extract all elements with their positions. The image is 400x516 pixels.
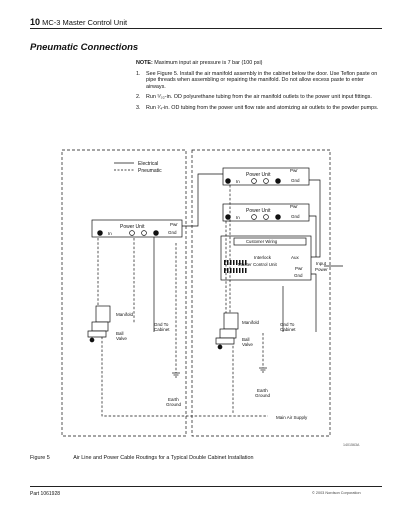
right-pwr-label-2: Pwr — [290, 204, 298, 209]
right-pwr-label-1: Pwr — [290, 168, 298, 173]
left-fitting-icons — [97, 230, 159, 236]
left-power-unit-label: Power Unit — [120, 224, 145, 230]
figure-caption-text: Air Line and Power Cable Routings for a … — [73, 455, 254, 461]
aux-label: Aux — [291, 255, 300, 260]
left-ground-label: Ground — [166, 402, 182, 407]
left-in-label: In — [108, 231, 112, 236]
page-header: 10 MC-3 Master Control Unit — [30, 17, 127, 27]
figure-id: 1401563A — [343, 443, 360, 447]
master-control-unit-label: Master Control Unit — [238, 262, 278, 267]
right-ground-label: Ground — [255, 393, 271, 398]
part-number: Part 1061928 — [30, 491, 61, 497]
section-title: MC-3 Master Control Unit — [42, 18, 128, 27]
right-fitting-icons-1 — [225, 178, 281, 184]
note-text: Maximum input air pressure is 7 bar (100… — [154, 60, 263, 66]
mcu-gnd-label: Gnd — [294, 273, 303, 278]
right-gnd-label-2: Gnd — [291, 214, 300, 219]
header-rule — [30, 28, 382, 29]
left-ball-label: Ball — [116, 331, 124, 336]
main-air-supply-label: Main Air Supply — [276, 415, 308, 420]
terminal-block-icon — [224, 260, 247, 273]
right-power-unit-1-label: Power Unit — [246, 172, 271, 178]
input-power-label-1: Input — [316, 261, 327, 266]
earth-ground-icon — [172, 367, 267, 378]
step-number: 2. — [136, 94, 141, 101]
step-text: Run ⁵⁄₃₂-in. OD polyurethane tubing from… — [146, 94, 372, 101]
legend-electrical: Electrical — [138, 161, 158, 167]
right-power-unit-2-label: Power Unit — [246, 208, 271, 214]
left-gnd-label: Gnd — [168, 230, 177, 235]
master-control-unit — [220, 235, 312, 281]
left-cabinet-label: Cabinet — [154, 327, 170, 332]
legend-pneumatic: Pneumatic — [138, 168, 162, 174]
input-power-label-2: Power — [315, 267, 328, 272]
step-number: 1. — [136, 70, 141, 77]
right-earth-label: Earth — [257, 388, 268, 393]
step-2: 2. Run ⁵⁄₃₂-in. OD polyurethane tubing f… — [136, 94, 381, 101]
page-number: 10 — [30, 17, 41, 27]
right-gnd-to-label: Gnd To — [280, 322, 295, 327]
step-text: See Figure 5. Install the air manifold a… — [146, 70, 378, 90]
step-1: 1. See Figure 5. Install the air manifol… — [136, 71, 381, 91]
right-in-label-1: In — [236, 179, 240, 184]
footer-rule — [30, 486, 382, 487]
right-ball-label: Ball — [242, 337, 250, 342]
mcu-pwr-label: Pwr — [295, 266, 303, 271]
right-manifold-icon — [215, 312, 239, 350]
right-in-label-2: In — [236, 215, 240, 220]
left-earth-label: Earth — [168, 397, 179, 402]
left-gnd-to-label: Gnd To — [154, 322, 169, 327]
copyright: © 2003 Nordson Corporation — [312, 491, 361, 495]
step-number: 3. — [136, 104, 141, 111]
right-power-unit-2 — [222, 203, 310, 222]
right-gnd-label-1: Gnd — [291, 178, 300, 183]
wiring-diagram: Electrical Pneumatic Power Unit Pwr Gnd … — [61, 149, 343, 437]
right-fitting-icons-2 — [225, 214, 281, 220]
right-power-unit-1 — [222, 167, 310, 186]
left-pwr-label: Pwr — [170, 222, 178, 227]
left-manifold-label: Manifold — [116, 312, 134, 317]
note-label: NOTE: — [136, 60, 153, 66]
left-valve-label: Valve — [116, 336, 127, 341]
step-text: Run ¹⁄₄-in. OD tubing from the power uni… — [146, 104, 379, 111]
left-manifold-icon — [87, 305, 111, 343]
section-heading: Pneumatic Connections — [30, 42, 139, 53]
right-valve-label: Valve — [242, 342, 253, 347]
interlock-label: Interlock — [254, 255, 272, 260]
note: NOTE: Maximum input air pressure is 7 ba… — [136, 60, 381, 67]
left-cabinet — [61, 149, 187, 437]
figure-caption: Figure 5 Air Line and Power Cable Routin… — [30, 455, 254, 461]
left-power-unit — [91, 219, 183, 238]
right-cabinet — [191, 149, 331, 437]
right-manifold-label: Manifold — [242, 320, 260, 325]
figure-number: Figure 5 — [30, 455, 50, 461]
customer-wiring-label: Customer Wiring — [246, 239, 278, 244]
instructions: NOTE: Maximum input air pressure is 7 ba… — [136, 60, 381, 112]
step-3: 3. Run ¹⁄₄-in. OD tubing from the power … — [136, 105, 381, 112]
right-cabinet-label: Cabinet — [280, 327, 296, 332]
